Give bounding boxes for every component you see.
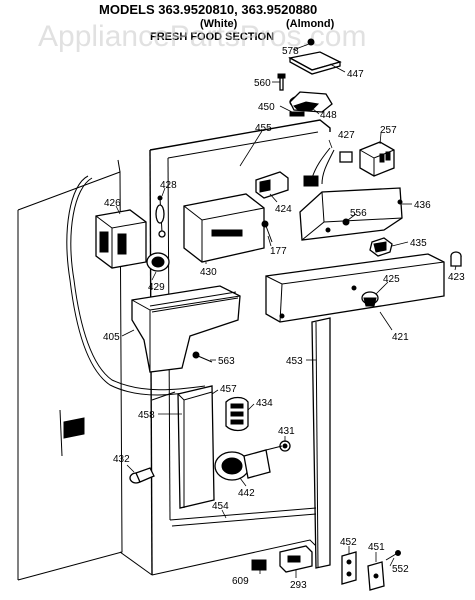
part-425-knob xyxy=(361,291,379,307)
label-426: 426 xyxy=(104,198,121,209)
part-424-connector xyxy=(255,171,289,199)
part-427-wiring xyxy=(303,147,353,187)
part-560-screw xyxy=(277,73,286,91)
part-426-bracket xyxy=(95,209,147,269)
part-434-block xyxy=(225,396,249,432)
label-560: 560 xyxy=(254,78,271,89)
section-title: FRESH FOOD SECTION xyxy=(150,31,274,43)
part-563-screw xyxy=(192,351,213,363)
label-563: 563 xyxy=(218,356,235,367)
leader-lines xyxy=(115,43,457,578)
label-425: 425 xyxy=(383,274,400,285)
variant-almond-label: (Almond) xyxy=(286,18,335,30)
part-177-screw xyxy=(261,220,273,243)
part-435-switch xyxy=(369,237,393,257)
label-556: 556 xyxy=(350,208,367,219)
label-447: 447 xyxy=(347,69,364,80)
label-609: 609 xyxy=(232,576,249,587)
watermark: AppliancePartsPros.com xyxy=(38,20,366,53)
label-257: 257 xyxy=(380,125,397,136)
part-432-bumper xyxy=(129,467,155,484)
wire-harness xyxy=(66,175,206,396)
part-452-plate xyxy=(341,551,357,585)
part-454-strip xyxy=(169,507,317,527)
part-453-channel xyxy=(311,317,331,569)
part-442-thermostat xyxy=(214,445,283,481)
part-423-bumper xyxy=(450,251,462,267)
label-458: 458 xyxy=(138,410,155,421)
label-177: 177 xyxy=(270,246,287,257)
label-430: 430 xyxy=(200,267,217,278)
part-450-clip xyxy=(289,111,305,117)
label-451: 451 xyxy=(368,542,385,553)
part-429-bulb xyxy=(146,252,170,272)
label-427: 427 xyxy=(338,130,355,141)
label-436: 436 xyxy=(414,200,431,211)
label-435: 435 xyxy=(410,238,427,249)
label-434: 434 xyxy=(256,398,273,409)
part-451-bracket xyxy=(367,561,385,591)
part-421-panel xyxy=(265,253,445,323)
label-452: 452 xyxy=(340,537,357,548)
part-430-bracket xyxy=(183,193,265,263)
side-vent xyxy=(63,417,85,439)
label-405: 405 xyxy=(103,332,120,343)
part-405-duct xyxy=(131,285,241,373)
part-556-screw xyxy=(342,218,350,226)
label-453: 453 xyxy=(286,356,303,367)
label-454: 454 xyxy=(212,501,229,512)
label-428: 428 xyxy=(160,180,177,191)
part-436-housing xyxy=(299,187,403,241)
label-293: 293 xyxy=(290,580,307,591)
part-447-knob xyxy=(288,38,342,75)
label-424: 424 xyxy=(275,204,292,215)
label-429: 429 xyxy=(148,282,165,293)
part-457-channel xyxy=(177,385,215,509)
part-labels: 578 447 560 448 450 455 427 257 428 426 … xyxy=(103,46,465,591)
label-552: 552 xyxy=(392,564,409,575)
label-442: 442 xyxy=(238,488,255,499)
part-428-socket xyxy=(155,195,166,238)
part-448-bracket xyxy=(289,91,333,113)
label-448: 448 xyxy=(320,110,337,121)
part-257-switch xyxy=(359,141,395,177)
label-432: 432 xyxy=(113,454,130,465)
part-293-bracket xyxy=(279,545,313,573)
label-421: 421 xyxy=(392,332,409,343)
label-450: 450 xyxy=(258,102,275,113)
label-431: 431 xyxy=(278,426,295,437)
label-457: 457 xyxy=(220,384,237,395)
variant-white-label: (White) xyxy=(200,18,238,30)
part-552-screw xyxy=(385,550,401,561)
part-609-foot xyxy=(251,559,267,571)
label-423: 423 xyxy=(448,272,465,283)
label-578: 578 xyxy=(282,46,299,57)
label-455: 455 xyxy=(255,123,272,134)
models-title: MODELS 363.9520810, 363.9520880 xyxy=(99,2,317,17)
